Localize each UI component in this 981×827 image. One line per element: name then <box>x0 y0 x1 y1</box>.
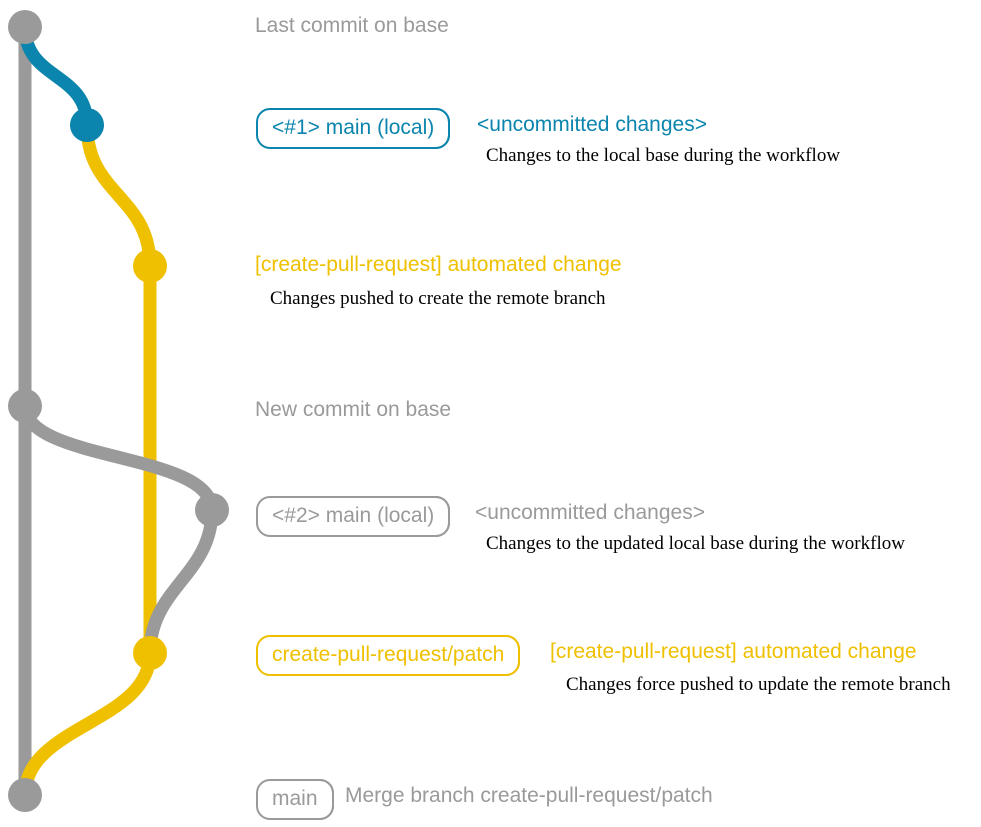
label-last-commit-on-base: Last commit on base <box>255 14 449 37</box>
branch-badge-create-pull-request-patch[interactable]: create-pull-request/patch <box>256 635 521 676</box>
commit-subject-automated-change-2: [create-pull-request] automated change <box>550 640 917 663</box>
git-graph-svg <box>8 10 229 812</box>
commit-description-4: Changes force pushed to update the remot… <box>566 674 951 695</box>
commit-node-patch-2[interactable] <box>133 636 167 670</box>
commit-description-3: Changes to the updated local base during… <box>486 533 905 554</box>
commit-description-2: Changes pushed to create the remote bran… <box>270 288 606 309</box>
branch-badge-local-2[interactable]: <#2> main (local) <box>256 496 451 537</box>
commit-subject-uncommitted-2: <uncommitted changes> <box>475 501 705 524</box>
commit-subject-uncommitted-1: <uncommitted changes> <box>477 113 707 136</box>
commit-node-local-2[interactable] <box>195 493 229 527</box>
edge-local-to-patch <box>80 118 157 273</box>
edge-base-to-base2 <box>18 399 219 517</box>
edge-patch-to-base <box>18 646 157 802</box>
commit-node-base-last[interactable] <box>8 10 42 44</box>
branch-badge-local-1[interactable]: <#1> main (local) <box>256 108 451 149</box>
edge-base-to-local <box>18 20 94 132</box>
commit-subject-automated-change-1: [create-pull-request] automated change <box>255 253 622 276</box>
commit-description-1: Changes to the local base during the wor… <box>486 145 841 166</box>
commit-node-local-1[interactable] <box>70 108 104 142</box>
commit-subject-merge: Merge branch create-pull-request/patch <box>345 784 713 807</box>
branch-badge-main[interactable]: main <box>256 779 334 820</box>
edge-base2-to-patch <box>143 503 219 660</box>
commit-node-base-new[interactable] <box>8 389 42 423</box>
label-new-commit-on-base: New commit on base <box>255 398 452 421</box>
commit-node-patch-1[interactable] <box>133 249 167 283</box>
commit-node-merge[interactable] <box>8 778 42 812</box>
